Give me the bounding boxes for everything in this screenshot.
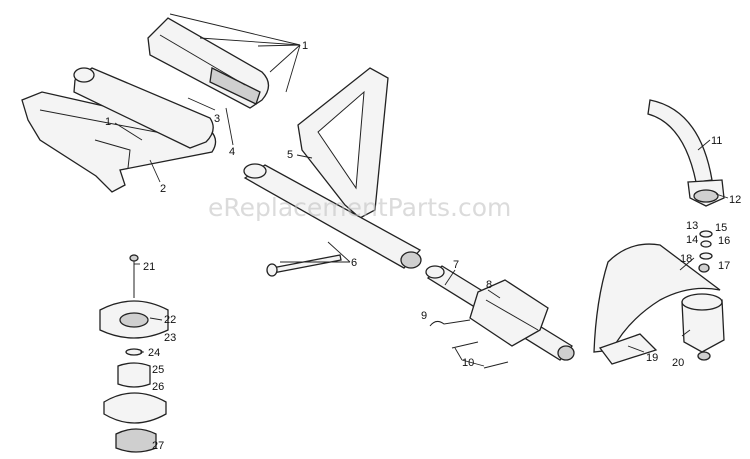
curved-shaft [647,99,713,183]
gear-hardware [698,230,713,273]
callout-labels: 1 1 2 3 4 5 6 7 8 9 10 11 12 13 14 15 16… [105,40,741,452]
callout-27: 27 [152,440,164,452]
callout-7: 7 [453,259,459,271]
callout-13: 13 [686,220,698,232]
callout-20: 20 [672,357,684,369]
grass-shield [593,243,721,365]
leader-lines [114,13,729,367]
callout-1-left: 1 [105,116,111,128]
callout-1-top: 1 [302,40,308,52]
callout-25: 25 [152,364,164,376]
callout-2: 2 [160,183,166,195]
callout-9: 9 [421,310,427,322]
callout-24: 24 [148,347,160,359]
callout-22: 22 [164,314,176,326]
callout-8: 8 [486,279,492,291]
callout-15: 15 [715,222,727,234]
screw-set [429,319,509,369]
callout-4: 4 [229,146,235,158]
callout-14: 14 [686,234,698,246]
loop-handle [297,67,389,219]
callout-18: 18 [680,253,692,265]
throttle-housing [147,17,270,109]
bolt [266,254,342,277]
upper-tube [73,67,214,149]
callout-17: 17 [718,260,730,272]
callout-26: 26 [152,381,164,393]
callout-23: 23 [164,332,176,344]
callout-16: 16 [718,235,730,247]
main-shaft [243,163,422,269]
callout-3: 3 [214,113,220,125]
callout-11: 11 [711,135,722,147]
trimmer-head [99,254,169,453]
callout-21: 21 [143,261,155,273]
callout-6: 6 [351,257,357,269]
callout-10: 10 [462,357,474,369]
watermark-text: eReplacementParts.com [208,193,511,222]
gear-head [687,179,725,207]
gear-case [681,293,725,361]
shaft-clamp [469,279,549,347]
callout-19: 19 [646,352,658,364]
callout-12: 12 [729,194,741,206]
callout-5: 5 [287,149,293,161]
